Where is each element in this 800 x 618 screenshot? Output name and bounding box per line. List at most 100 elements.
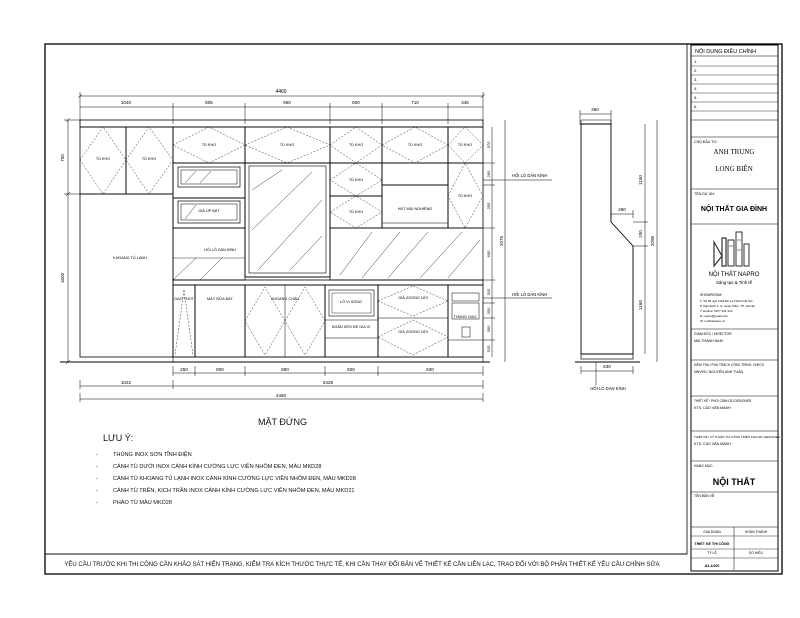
label-gia-xoong-noi: GIÁ XOONG NỒI (398, 295, 428, 300)
director-name: MAI THÀNH NAM (694, 339, 723, 343)
dim-side-height: 1160 (638, 300, 643, 310)
dim-top-seg: 1040 (121, 100, 132, 105)
front-elevation: 4460 1040 805 950 600 710 345 (60, 89, 552, 402)
dim-right: 315 (486, 288, 491, 295)
dim-top-seg: 600 (352, 100, 360, 105)
label-tu-kho: TỦ KHO (202, 142, 216, 147)
note-item: -CÁNH TỦ DƯỚI INOX CÁNH KÍNH CƯỜNG LỰC V… (96, 464, 322, 470)
stage-label: GIAI ĐOẠN (703, 530, 721, 534)
dim-side-depth: 350 (591, 107, 599, 112)
dimension-bottom-segments (172, 366, 484, 376)
company-name: NỘI THẤT NAPRO (709, 271, 760, 278)
callout-right-mid: HỐI LỎ DÁN KÍNH (512, 292, 547, 297)
label-may-rua-bat: MÁY RỬA BÁT (207, 296, 234, 301)
label-hoi-lo-dan-kinh: HỐI LỎ DÁN KÍNH (204, 247, 236, 252)
label-tu-kho: TỦ KHO (280, 142, 294, 147)
dim-left: 1600 (60, 272, 65, 283)
dim-top-seg: 805 (205, 100, 213, 105)
category-label: HẠNG MỤC: (694, 464, 713, 468)
label-tu-kho: TỦ KHO (458, 193, 472, 198)
completion-label: HOÀN THÀNH (745, 530, 768, 534)
investor-name-line2: LONG BIÊN (715, 165, 753, 173)
address-line: W: noithatnapro.vn (700, 319, 725, 323)
dim-side-depth: 280 (618, 207, 626, 212)
dim-bottom-seg: 800 (216, 367, 224, 372)
dim-bottom-seg: 630 (426, 367, 434, 372)
label-gia-up-bat: GIÁ ÚP BÁT (198, 208, 220, 213)
dim-right: 370 (486, 141, 491, 148)
label-gao-thot: GAO THOT (174, 297, 194, 301)
dim-right: 315 (486, 345, 491, 352)
label-thung-gao: THÙNG GẠO (454, 314, 477, 319)
investor-label: CHỦ ĐẦU TƯ: (694, 139, 718, 144)
showroom-label: SHOWROOM: (700, 293, 722, 297)
label-gia-xoong-noi: GIÁ XOONG NỒI (398, 329, 428, 334)
dimension-top-segments (80, 103, 483, 124)
dimension-bottom-subtotal (79, 380, 484, 389)
label-tu-kho: TỦ KHO (96, 156, 110, 161)
revision-header: NỘI DUNG ĐIỀU CHỈNH (695, 48, 756, 55)
dim-right: 265 (486, 170, 491, 177)
dim-right-total: 2075 (499, 235, 504, 246)
callout-side-bottom: HỐI LỎ DÁN KÍNH (590, 386, 625, 391)
designer-label: THIẾT KẾ / PHỐI CẢNH 3D DESIGNER (694, 398, 752, 403)
notes-heading: LƯU Ý: (103, 433, 134, 443)
dim-side-height: 1150 (638, 175, 643, 185)
label-lo-vi-song: LÒ VI SÓNG (340, 299, 362, 304)
callout-lines (483, 179, 552, 299)
cabinet-labels: TỦ KHO TỦ KHO TỦ KHO TỦ KHO TỦ KHO TỦ KH… (96, 142, 477, 334)
napro-logo (713, 231, 750, 268)
dim-bottom-seg: 250 (180, 367, 188, 372)
address-line: 1. Số 56 ngõ 1194 Đê La Thành Hà Nội (700, 299, 753, 303)
label-ngan-keo-de-gia-vi: NGĂN KÉO ĐỂ GIA VỊ (332, 324, 370, 329)
center-appliance (244, 162, 331, 278)
dim-right: 300 (486, 325, 491, 332)
note-item: -CÁNH TỦ KHOANG TỦ LẠNH INOX CÁNH KÍNH C… (96, 476, 356, 482)
lower-cabinets (172, 284, 484, 358)
scale-value: A3-1/200 (705, 564, 720, 568)
project-name: NỘI THẤT GIA ĐÌNH (701, 203, 767, 213)
designer-name: KTS: CAO VĂN MẠNH (694, 406, 731, 410)
revision-row: 6. (694, 104, 697, 109)
dim-bottom-subtotal: 3428 (323, 380, 334, 385)
stage-value: THIẾT KẾ THI CÔNG (695, 541, 730, 546)
toe-kick (172, 356, 484, 363)
dim-right: 255 (486, 202, 491, 209)
crown-molding (79, 119, 484, 128)
detail-label: THIẾT KẾ / KỸ THUẬT THI CÔNG TRIỂN KHAI … (694, 434, 781, 439)
callout-right-top: HỐI LỎ DÁN KÍNH (512, 173, 547, 178)
dim-bottom-seg: 600 (347, 367, 355, 372)
label-tu-kho: TỦ KHO (408, 142, 422, 147)
category-name: NỘI THẤT (713, 476, 756, 487)
label-tu-kho: TỦ KHO (349, 177, 363, 182)
dim-side-height: 2095 (650, 235, 655, 246)
label-tu-kho: TỦ KHO (349, 209, 363, 214)
label-tu-kho: TỦ KHO (458, 142, 472, 147)
dimension-side-top (579, 110, 612, 125)
fridge-bay (79, 193, 174, 358)
revision-row: 1. (694, 59, 697, 64)
dim-left: 700 (60, 154, 65, 162)
dim-top-seg: 950 (283, 100, 291, 105)
dimension-side-right (633, 120, 658, 362)
drawing-name-label: TÊN BẢN VẼ: (694, 493, 715, 498)
elevation-title: MẶT ĐỨNG (258, 417, 308, 427)
address-line: P. Ngõ Đình 2, Q. Hoàn Kiếm, TP. Hà Nội (700, 304, 755, 308)
dimension-bottom-overall (79, 393, 484, 402)
revision-row: 3. (694, 77, 697, 82)
dimension-left (64, 117, 80, 365)
notes-list: -THÙNG INOX SƠN TĨNH ĐIỆN -CÁNH TỦ DƯỚI … (96, 449, 356, 509)
revision-row: 4. (694, 86, 697, 91)
dim-side-height: 200 (638, 230, 643, 238)
revision-rows: 1. 2. 3. 4. 5. 6. (691, 59, 778, 121)
revision-row: 2. (694, 68, 697, 73)
dim-bottom-seg: 860 (281, 367, 289, 372)
dim-side-depth: 630 (603, 364, 611, 369)
dimension-right (483, 120, 506, 362)
dim-top-seg: 710 (411, 100, 419, 105)
dimension-side-bottom (580, 362, 634, 385)
dimension-top-overall (77, 92, 486, 124)
sheet-no-label: SỐ HIỆU (749, 550, 763, 555)
backsplash (172, 227, 484, 281)
countertop (172, 279, 484, 286)
